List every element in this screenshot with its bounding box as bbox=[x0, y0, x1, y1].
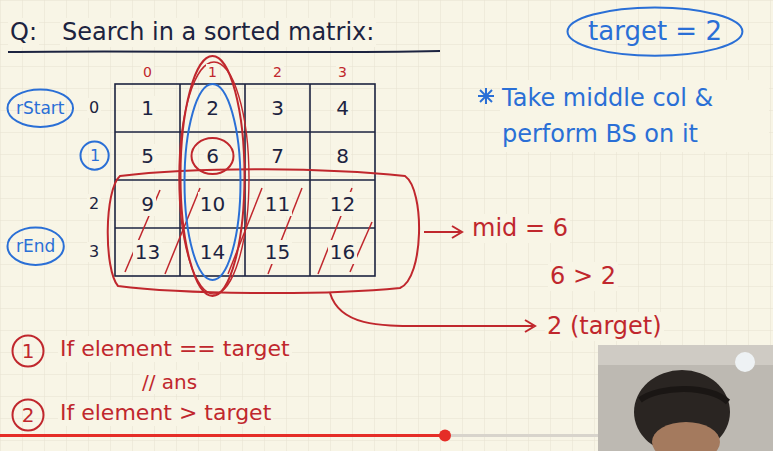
webcam-overlay bbox=[598, 345, 773, 451]
pointer-label: rEnd bbox=[6, 226, 65, 266]
matrix-cell: 11 bbox=[263, 192, 292, 216]
question-marker: Q: bbox=[8, 18, 39, 47]
matrix-cell: 2 bbox=[204, 96, 221, 120]
case-number: 1 bbox=[11, 334, 45, 368]
result-text: 2 (target) bbox=[545, 312, 664, 341]
matrix-cell: 1 bbox=[139, 96, 156, 120]
middle-column-highlight bbox=[185, 84, 241, 280]
node-ellipse bbox=[13, 336, 44, 367]
matrix-cell: 9 bbox=[139, 192, 156, 216]
bullet-star bbox=[478, 88, 494, 104]
column-index: 0 bbox=[141, 64, 154, 81]
node-text: rStart bbox=[16, 98, 65, 118]
column-index: 3 bbox=[336, 64, 349, 81]
row-index: 3 bbox=[87, 242, 101, 261]
row-index-circled: 1 bbox=[79, 140, 110, 171]
column-index: 2 bbox=[271, 64, 284, 81]
middle-column-loop bbox=[179, 62, 249, 294]
node-ellipse bbox=[81, 142, 109, 170]
eliminated-rows-loop bbox=[108, 169, 419, 293]
node-ellipse bbox=[8, 90, 74, 127]
matrix-cell: 6 bbox=[204, 144, 221, 168]
matrix-cell: 16 bbox=[328, 240, 357, 264]
node-text: 1 bbox=[90, 146, 100, 165]
comparison: 6 > 2 bbox=[548, 262, 618, 291]
case-text: If element > target bbox=[58, 400, 273, 426]
matrix-cell: 3 bbox=[269, 96, 286, 120]
mid-cell-circle bbox=[192, 138, 234, 174]
node-ellipse bbox=[13, 400, 44, 431]
title: Search in a sorted matrix: bbox=[60, 18, 376, 47]
progress-track bbox=[0, 434, 598, 437]
node-text: 2 bbox=[22, 403, 35, 427]
matrix-cell: 8 bbox=[334, 144, 351, 168]
matrix-cell: 15 bbox=[263, 240, 292, 264]
matrix-cell: 5 bbox=[139, 144, 156, 168]
matrix-cell: 10 bbox=[198, 192, 227, 216]
node-text: rEnd bbox=[16, 236, 55, 256]
approach-note: Take middle col & perform BS on it bbox=[500, 80, 769, 152]
node-text: 1 bbox=[22, 339, 35, 363]
matrix-cell: 7 bbox=[269, 144, 286, 168]
case-number: 2 bbox=[11, 398, 45, 432]
target-oval: target = 2 bbox=[566, 6, 744, 57]
node-text: target = 2 bbox=[588, 16, 722, 47]
node-ellipse bbox=[8, 228, 64, 265]
title-underline bbox=[8, 51, 440, 52]
comment: // ans bbox=[140, 370, 199, 394]
result-text: mid = 6 bbox=[470, 214, 570, 243]
progress-handle bbox=[439, 430, 451, 442]
matrix-cell: 4 bbox=[334, 96, 351, 120]
progress-played bbox=[0, 434, 445, 437]
matrix-cell: 12 bbox=[328, 192, 357, 216]
case-text: If element == target bbox=[58, 336, 292, 362]
row-index: 0 bbox=[87, 98, 101, 117]
matrix-cell: 13 bbox=[133, 240, 162, 264]
row-index: 2 bbox=[87, 194, 101, 213]
node-ellipse bbox=[568, 8, 743, 56]
column-index: 1 bbox=[206, 64, 219, 81]
pointer-label: rStart bbox=[6, 88, 75, 128]
matrix-cell: 14 bbox=[198, 240, 227, 264]
